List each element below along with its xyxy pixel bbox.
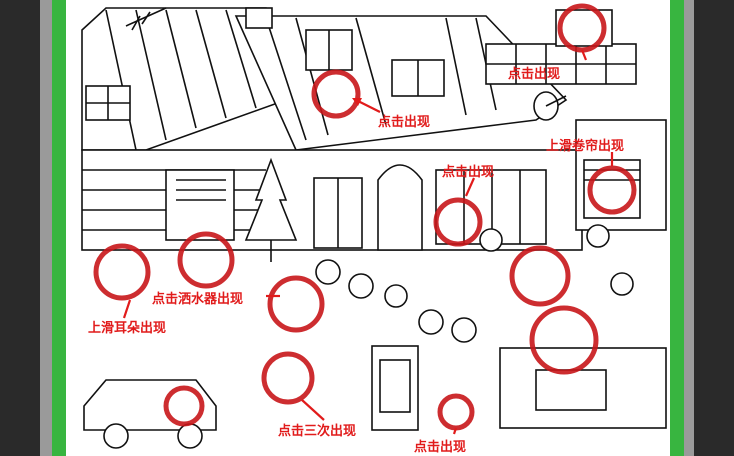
phone-booth (371, 345, 419, 431)
antenna (125, 7, 167, 31)
garden-shrubs (315, 224, 634, 343)
building-facade (81, 119, 667, 251)
hint-circle-triple-dog[interactable] (261, 351, 315, 405)
food-truck (499, 347, 667, 429)
hint-markers (93, 3, 637, 431)
hint-circle-cheese-dog[interactable] (509, 245, 571, 307)
hint-label-blind-dog: 上滑卷帘出现 (546, 138, 624, 154)
hint-label-ear-dog: 上滑耳朵出现 (88, 320, 166, 336)
hidden-object-scene[interactable]: 点击出现 点击出现 上滑卷帘出现 点击出现 点击洒水器出现 上滑耳朵出现 点击三… (66, 0, 670, 456)
left-frame-edge (40, 0, 52, 456)
hint-label-balcony-dog: 点击出现 (508, 66, 560, 82)
hint-circle-blind-dog[interactable] (587, 165, 637, 215)
satellite-dish (533, 91, 567, 121)
hint-label-triple-dog: 点击三次出现 (278, 423, 356, 439)
hint-circle-ground-dog[interactable] (437, 393, 475, 431)
middle-roof (234, 7, 568, 151)
hint-label-ground-dog: 点击出现 (414, 439, 466, 455)
left-letterbox (0, 0, 40, 456)
pine-tree (244, 157, 298, 262)
hint-circle-car-dog[interactable] (163, 385, 205, 427)
hint-circle-sprinkler-dog[interactable] (267, 275, 325, 333)
hint-circle-ear-dog[interactable] (93, 243, 151, 301)
car (83, 379, 217, 449)
right-frame-edge (684, 0, 694, 456)
hint-circle-window-dog[interactable] (311, 69, 361, 119)
hint-label-door-dog: 点击出现 (442, 164, 494, 180)
scene-illustration: 点击出现 点击出现 上滑卷帘出现 点击出现 点击洒水器出现 上滑耳朵出现 点击三… (81, 3, 667, 455)
hint-arrows (122, 49, 614, 435)
right-letterbox (694, 0, 734, 456)
hint-circle-couch-dog[interactable] (177, 231, 235, 289)
hint-circle-hotdog[interactable] (529, 305, 599, 375)
left-green-border (52, 0, 66, 456)
hint-label-window-dog: 点击出现 (378, 114, 430, 130)
left-roof (81, 7, 287, 151)
hint-label-sprinkler-dog: 点击洒水器出现 (152, 291, 243, 307)
right-green-border (670, 0, 684, 456)
hint-circle-door-dog[interactable] (433, 197, 483, 247)
